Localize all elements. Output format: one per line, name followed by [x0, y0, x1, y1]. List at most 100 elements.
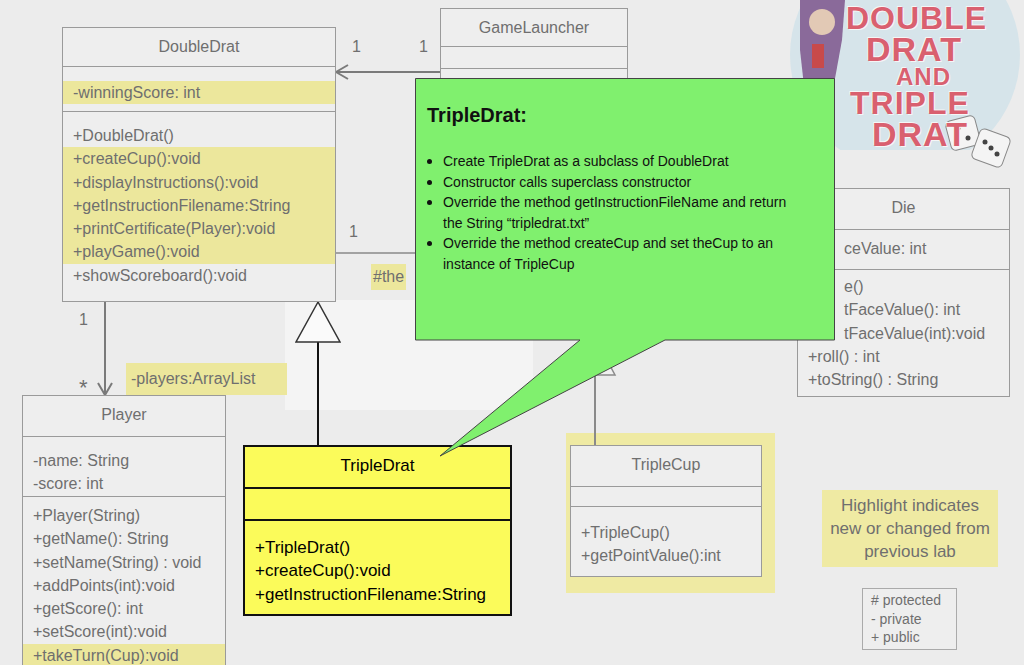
node-text: +takeTurn(Cup):void — [33, 644, 179, 665]
node-text: e() — [844, 275, 864, 298]
class-compartment — [441, 46, 627, 68]
node-text: -name: String — [33, 449, 129, 472]
logo-word: DRAT — [872, 115, 968, 153]
member-row: +getScore(): int — [23, 597, 225, 620]
node-text: +createCup():void — [255, 559, 391, 582]
node-text: Override the method createCup and set th… — [443, 233, 805, 274]
member-row: +getInstructionFilename:String — [63, 194, 335, 217]
node-text: +Player(String) — [33, 504, 140, 527]
node-text: +toString() : String — [808, 368, 938, 391]
node-text: Create TripleDrat as a subclass of Doubl… — [443, 151, 805, 172]
member-row: -name: String — [23, 449, 225, 472]
node-text: Die — [891, 196, 915, 219]
class-compartment: +TripleCup()+getPointValue():int — [571, 506, 761, 576]
callout-note: TripleDrat: Create TripleDrat as a subcla… — [415, 78, 835, 458]
class-box: Player-name: String-score: int+Player(St… — [22, 395, 226, 665]
node-text: +playGame():void — [73, 240, 200, 263]
bullet-item: Override the method createCup and set th… — [415, 233, 805, 274]
multiplicity: 1 — [419, 37, 428, 57]
member-row: +showScoreboard():void — [63, 264, 335, 287]
member-row: +printCertificate(Player):void — [63, 217, 335, 240]
node-text: TripleDrat: — [427, 104, 527, 127]
member-row: Player — [23, 403, 225, 426]
role-label: -players:ArrayList — [126, 363, 287, 395]
class-compartment: -name: String-score: int — [23, 436, 225, 496]
node-text: Constructor calls superclass constructor — [443, 172, 805, 193]
multiplicity: 1 — [349, 222, 358, 242]
node-text: +printCertificate(Player):void — [73, 217, 275, 240]
multiplicity: 1 — [352, 37, 361, 57]
node-text: +getScore(): int — [33, 597, 143, 620]
member-row: +roll() : int — [798, 345, 1009, 368]
class-compartment: +Player(String)+getName(): String+setNam… — [23, 496, 225, 665]
member-row: +getPointValue():int — [571, 544, 761, 567]
class-compartment: +TripleDrat()+createCup():void+getInstru… — [245, 519, 510, 614]
node-text: +TripleDrat() — [255, 536, 350, 559]
member-row: -winningScore: int — [63, 81, 335, 104]
bullet-item: Create TripleDrat as a subclass of Doubl… — [415, 151, 805, 172]
member-row: +getInstructionFilename:String — [245, 583, 510, 606]
node-text: GameLauncher — [479, 16, 589, 39]
class-compartment: TripleDrat — [245, 447, 510, 487]
die-pip — [983, 140, 988, 145]
class-compartment: DoubleDrat — [63, 28, 335, 66]
member-row: +createCup():void — [63, 147, 335, 170]
member-row: +TripleCup() — [571, 521, 761, 544]
bullet-item: Override the method getInstructionFileNa… — [415, 192, 805, 233]
bullet-list: Create TripleDrat as a subclass of Doubl… — [415, 151, 805, 274]
member-row: +createCup():void — [245, 559, 510, 582]
highlight-note: Highlight indicates new or changed from … — [822, 490, 998, 567]
member-row: +TripleDrat() — [245, 536, 510, 559]
die-pip — [989, 146, 994, 151]
member-row: TripleDrat — [245, 454, 510, 477]
member-row: GameLauncher — [441, 16, 627, 39]
member-row: -score: int — [23, 472, 225, 495]
inheritance-line — [594, 375, 596, 445]
multiplicity: * — [79, 375, 88, 401]
connector — [336, 71, 440, 73]
member-row: +takeTurn(Cup):void — [23, 644, 225, 665]
logo-word: DRAT — [866, 30, 962, 68]
node-text: -winningScore: int — [73, 81, 200, 104]
node-text: tFaceValue(): int — [844, 298, 960, 321]
class-box: TripleDrat +TripleDrat()+createCup():void… — [243, 445, 512, 616]
class-compartment: GameLauncher — [441, 9, 627, 46]
node-text: Override the method getInstructionFileNa… — [443, 192, 805, 233]
member-row: TripleCup — [571, 453, 761, 476]
node-text: TripleDrat — [341, 454, 415, 477]
connector — [104, 302, 106, 395]
bullet-dot — [427, 200, 432, 205]
member-row: DoubleDrat — [63, 35, 335, 58]
node-text: +setName(String) : void — [33, 551, 202, 574]
member-row: +playGame():void — [63, 240, 335, 263]
member-row: +DoubleDrat() — [63, 124, 335, 147]
node-text: DoubleDrat — [159, 35, 240, 58]
member-row: +getName(): String — [23, 527, 225, 550]
class-box: TripleCup +TripleCup()+getPointValue():in… — [570, 445, 762, 577]
class-compartment — [245, 487, 510, 519]
node-text: - private — [871, 610, 948, 629]
member-row: +toString() : String — [798, 368, 1009, 391]
node-text: +setScore(int):void — [33, 620, 167, 643]
class-compartment: +DoubleDrat()+createCup():void+displayIn… — [63, 111, 335, 301]
node-text: +showScoreboard():void — [73, 264, 247, 287]
node-text: +getName(): String — [33, 527, 169, 550]
node-text: +roll() : int — [808, 345, 880, 368]
member-row: +setName(String) : void — [23, 551, 225, 574]
die-pip — [995, 152, 1000, 157]
member-row: +displayInstructions():void — [63, 171, 335, 194]
node-text: + public — [871, 628, 948, 647]
association-line — [336, 252, 420, 254]
bullet-dot — [427, 241, 432, 246]
node-text: Player — [101, 403, 146, 426]
node-text: tFaceValue(int):void — [844, 322, 985, 345]
node-text: TripleCup — [632, 453, 701, 476]
node-text: +displayInstructions():void — [73, 171, 258, 194]
die-icon — [970, 127, 1011, 168]
multiplicity: 1 — [79, 310, 88, 330]
bullet-dot — [427, 159, 432, 164]
node-text: +createCup():void — [73, 147, 201, 170]
class-compartment: TripleCup — [571, 446, 761, 486]
node-text: +DoubleDrat() — [73, 124, 174, 147]
character-badge — [812, 44, 824, 68]
